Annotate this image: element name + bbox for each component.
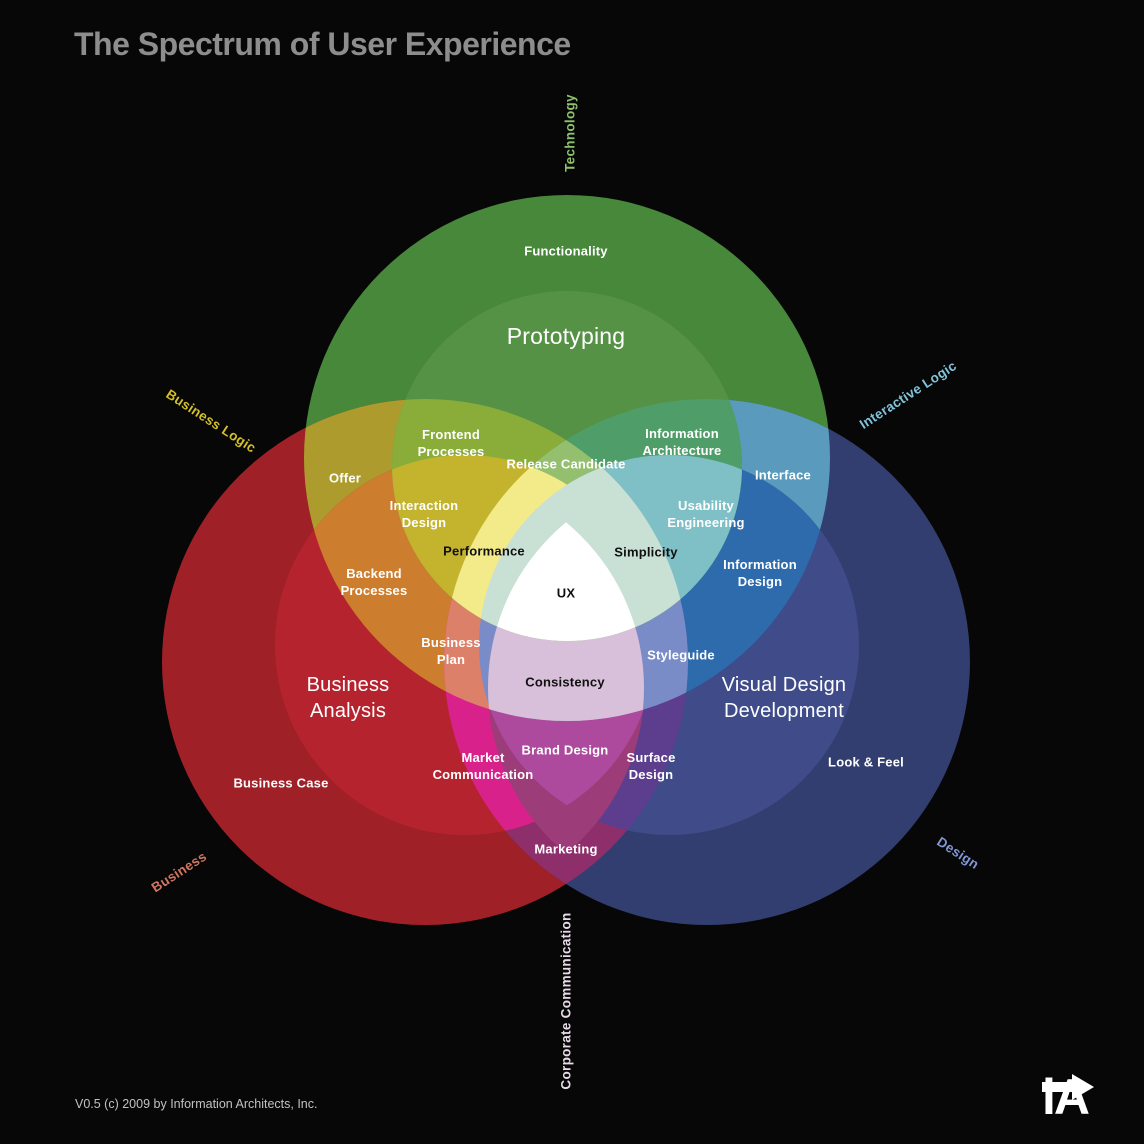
copyright-text: V0.5 (c) 2009 by Information Architects,… <box>75 1097 318 1111</box>
page-title: The Spectrum of User Experience <box>74 26 571 62</box>
label-consistency: Consistency <box>525 674 605 690</box>
label-simplicity: Simplicity <box>614 544 678 560</box>
label-functionality: Functionality <box>524 243 608 259</box>
label-usability-engineering: Usability Engineering <box>667 498 745 530</box>
label-release-candidate: Release Candidate <box>506 456 626 472</box>
label-frontend-processes: Frontend Processes <box>417 427 485 459</box>
label-backend-processes: Backend Processes <box>340 566 408 598</box>
region-ux <box>488 473 644 641</box>
label-ux: UX <box>556 585 576 601</box>
label-interface: Interface <box>755 467 811 483</box>
label-market-communication: Market Communication <box>432 750 534 782</box>
label-interaction-design: Interaction Design <box>389 498 459 530</box>
label-performance: Performance <box>443 543 525 559</box>
label-information-architecture: Information Architecture <box>642 426 722 458</box>
label-visual-design-development: Visual Design Development <box>721 674 847 722</box>
label-business-analysis: Business Analysis <box>306 674 390 722</box>
axis-label-corporate-communication: Corporate Communication <box>558 912 574 1090</box>
axis-label-technology: Technology <box>562 94 578 172</box>
label-offer: Offer <box>328 470 362 486</box>
label-marketing: Marketing <box>534 841 598 857</box>
label-prototyping: Prototyping <box>506 323 626 350</box>
label-information-design: Information Design <box>723 557 797 589</box>
label-business-case: Business Case <box>233 775 329 791</box>
label-look-and-feel: Look & Feel <box>828 754 904 770</box>
ia-logo: iA <box>1042 1072 1094 1122</box>
label-surface-design: Surface Design <box>626 750 676 782</box>
right-arrow-icon <box>1042 1074 1094 1100</box>
label-brand-design: Brand Design <box>521 742 609 758</box>
label-business-plan: Business Plan <box>421 635 481 667</box>
label-styleguide: Styleguide <box>647 647 715 663</box>
